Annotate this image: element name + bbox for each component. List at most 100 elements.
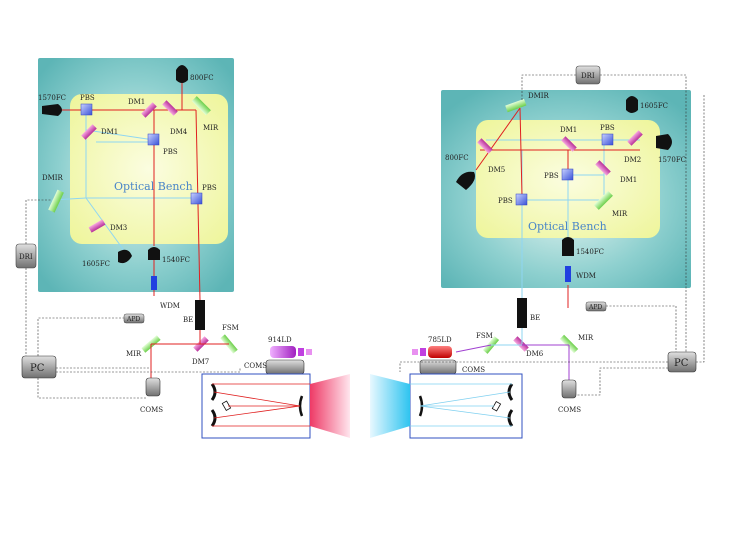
right-beam-cone xyxy=(370,374,410,438)
left-label-pbs-c: PBS xyxy=(202,184,217,192)
left-label-coms-b: COMS xyxy=(140,406,163,414)
left-mir-a xyxy=(191,96,211,116)
right-label-1570fc: 1570FC xyxy=(658,156,686,164)
right-label-fsm: FSM xyxy=(476,332,493,340)
right-dm6 xyxy=(513,336,529,352)
left-label-be: BE xyxy=(183,316,193,324)
right-ld-module xyxy=(412,346,457,375)
right-label-785ld: 785LD xyxy=(428,336,452,344)
right-label-pbs-a: PBS xyxy=(600,124,615,132)
left-label-dm7: DM7 xyxy=(192,358,209,366)
left-pbs-c xyxy=(190,192,203,205)
left-dm1-b xyxy=(81,124,97,140)
right-label-dm1-b: DM1 xyxy=(620,176,637,184)
right-label-1605fc: 1605FC xyxy=(640,102,668,110)
left-pc-box xyxy=(21,355,57,379)
right-label-pc: PC xyxy=(674,358,689,369)
left-dm1-a xyxy=(141,102,157,118)
right-dm2 xyxy=(627,130,643,146)
right-label-coms-b: COMS xyxy=(558,406,581,414)
left-label-914ld: 914LD xyxy=(268,336,292,344)
right-control-lines xyxy=(399,74,705,396)
left-label-dm3: DM3 xyxy=(110,224,127,232)
right-label-1540fc: 1540FC xyxy=(576,248,604,256)
right-mir-a xyxy=(593,190,613,210)
right-dmir xyxy=(505,98,527,113)
left-control-lines xyxy=(25,199,241,399)
left-label-fsm: FSM xyxy=(222,324,239,332)
left-station: Optical Bench xyxy=(15,58,350,439)
right-label-pbs-c: PBS xyxy=(544,172,559,180)
right-dm1-b xyxy=(595,160,611,176)
right-label-coms-a: COMS xyxy=(462,366,485,374)
left-beam-cone xyxy=(310,374,350,438)
left-blue-beams xyxy=(51,112,197,257)
right-fc800 xyxy=(456,171,475,190)
left-optical-bench xyxy=(70,94,228,244)
right-lower-beams xyxy=(455,328,570,380)
right-label-mir-a: MIR xyxy=(612,210,628,218)
right-label-apd: APD xyxy=(588,304,602,311)
right-pbs-c xyxy=(561,168,574,181)
left-coms-camera xyxy=(145,377,161,397)
right-label-pbs-b: PBS xyxy=(498,197,513,205)
left-label-pc: PC xyxy=(30,363,45,374)
left-label-dmir: DMIR xyxy=(42,174,64,182)
right-fc1605 xyxy=(626,96,638,113)
right-fc1570 xyxy=(656,134,672,150)
left-label-mir-b: MIR xyxy=(126,350,142,358)
right-pbs-b xyxy=(515,193,528,206)
left-label-dm1-b: DM1 xyxy=(101,128,118,136)
right-wdm xyxy=(565,266,571,282)
left-label-dri: DRI xyxy=(19,253,33,261)
right-label-mir-b: MIR xyxy=(578,334,594,342)
right-label-dm1-a: DM1 xyxy=(560,126,577,134)
right-label-dm5: DM5 xyxy=(488,166,505,174)
right-label-dm2: DM2 xyxy=(624,156,641,164)
left-label-dm1-a: DM1 xyxy=(128,98,145,106)
left-label-800fc: 800FC xyxy=(190,74,214,82)
left-fc1605 xyxy=(118,249,132,264)
right-label-dmir: DMIR xyxy=(528,92,550,100)
left-label-pbs-b: PBS xyxy=(163,148,178,156)
left-label-wdm: WDM xyxy=(160,302,180,310)
left-fc800 xyxy=(176,65,188,83)
left-label-1570fc: 1570FC xyxy=(38,94,66,102)
right-label-wdm: WDM xyxy=(576,272,596,280)
right-bench-label: Optical Bench xyxy=(528,220,607,233)
right-red-beams xyxy=(475,107,640,308)
left-label-coms-a: COMS xyxy=(244,362,267,370)
left-be xyxy=(195,300,205,330)
left-apd-box xyxy=(123,313,145,324)
left-label-dm4: DM4 xyxy=(170,128,188,136)
right-dm5 xyxy=(477,138,493,154)
left-label-pbs-a: PBS xyxy=(80,94,95,102)
right-mir-b xyxy=(559,334,579,354)
left-fc1540 xyxy=(148,247,160,260)
left-wdm xyxy=(151,276,157,290)
right-be xyxy=(517,298,527,328)
right-fc1540 xyxy=(562,237,574,256)
left-fc1570 xyxy=(42,104,62,116)
left-label-mir-a: MIR xyxy=(203,124,219,132)
left-label-apd: APD xyxy=(126,316,140,323)
left-dm4 xyxy=(162,100,178,116)
left-telescope xyxy=(201,373,311,439)
right-label-dm6: DM6 xyxy=(526,350,544,358)
left-dmir xyxy=(48,189,64,213)
left-ld-module xyxy=(265,346,312,375)
left-pbs-b xyxy=(147,133,160,146)
right-coms-camera xyxy=(561,379,577,399)
right-label-800fc: 800FC xyxy=(445,154,469,162)
right-telescope xyxy=(409,373,523,439)
right-dm1-a xyxy=(561,136,577,152)
right-apd-box xyxy=(585,301,607,312)
right-label-dri: DRI xyxy=(581,72,595,80)
right-pbs-a xyxy=(601,133,614,146)
right-station: Optical Bench DMIR 160 xyxy=(370,65,705,439)
left-dm3 xyxy=(88,219,106,233)
right-label-be: BE xyxy=(530,314,540,322)
left-bench-label: Optical Bench xyxy=(114,180,193,193)
